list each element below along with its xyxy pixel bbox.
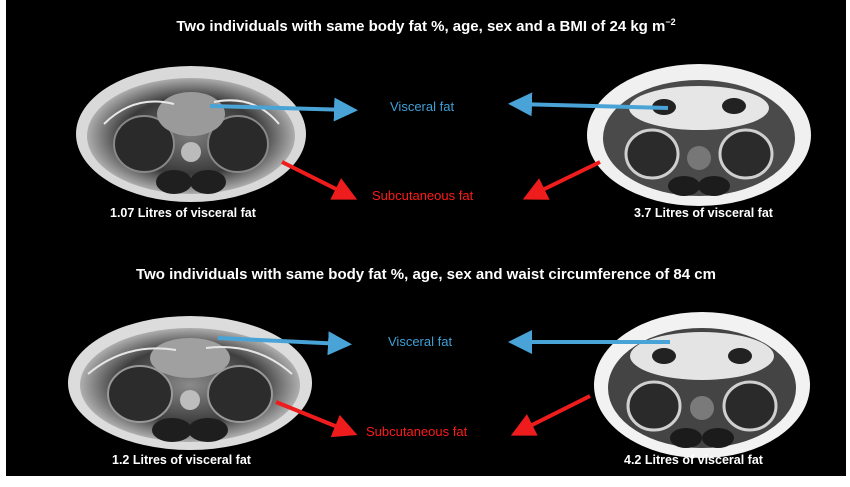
row1-left-caption: 1.07 Litres of visceral fat <box>110 206 256 220</box>
scan-row2-right <box>594 312 810 458</box>
row2-visceral-fat-label: Visceral fat <box>388 334 453 349</box>
row1-title: Two individuals with same body fat %, ag… <box>6 17 846 35</box>
row1-visceral-arrow-right <box>508 92 669 117</box>
row2-right-caption: 4.2 Litres of visceral fat <box>624 453 763 467</box>
row1-subcut-arrow-left <box>281 160 358 200</box>
row2-subcut-arrow-left <box>275 400 358 438</box>
row2-visceral-arrow-left <box>217 331 352 356</box>
row2-title: Two individuals with same body fat %, ag… <box>136 266 716 283</box>
row2-subcut-arrow-right <box>510 394 591 436</box>
row1-visceral-fat-label: Visceral fat <box>390 99 455 114</box>
arrows-layer <box>209 92 670 438</box>
row1-title-superscript: −2 <box>665 17 676 27</box>
row2-left-caption: 1.2 Litres of visceral fat <box>112 453 251 467</box>
figure-panel: Two individuals with same body fat %, ag… <box>6 0 846 476</box>
scan-row1-right <box>587 64 811 206</box>
row1-subcutaneous-fat-label: Subcutaneous fat <box>372 188 474 203</box>
row1-right-caption: 3.7 Litres of visceral fat <box>634 206 773 220</box>
row1-title-text: Two individuals with same body fat %, ag… <box>176 18 666 35</box>
row1-visceral-arrow-left <box>209 97 358 122</box>
row1-subcut-arrow-right <box>522 160 601 200</box>
row2-subcutaneous-fat-label: Subcutaneous fat <box>366 424 468 439</box>
scan-row2-left <box>68 316 312 450</box>
